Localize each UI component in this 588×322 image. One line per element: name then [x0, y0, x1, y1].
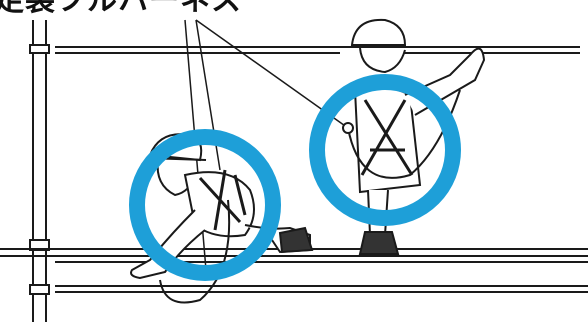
highlight-rings — [129, 74, 461, 281]
harness-icon — [360, 99, 414, 176]
top-handrail — [55, 46, 580, 54]
lanyard-hook-icon — [159, 199, 231, 304]
highlight-ring-standing — [309, 74, 461, 226]
boot-icon — [278, 226, 314, 254]
highlight-ring-crouching — [129, 129, 281, 281]
helmet-icon — [350, 18, 407, 46]
scaffold-pole — [29, 20, 50, 322]
caption-text: 足装フルハーネス — [0, 0, 242, 18]
scaffold-deck — [0, 248, 588, 293]
harness-icon — [198, 169, 247, 231]
boot-icon — [358, 231, 400, 255]
